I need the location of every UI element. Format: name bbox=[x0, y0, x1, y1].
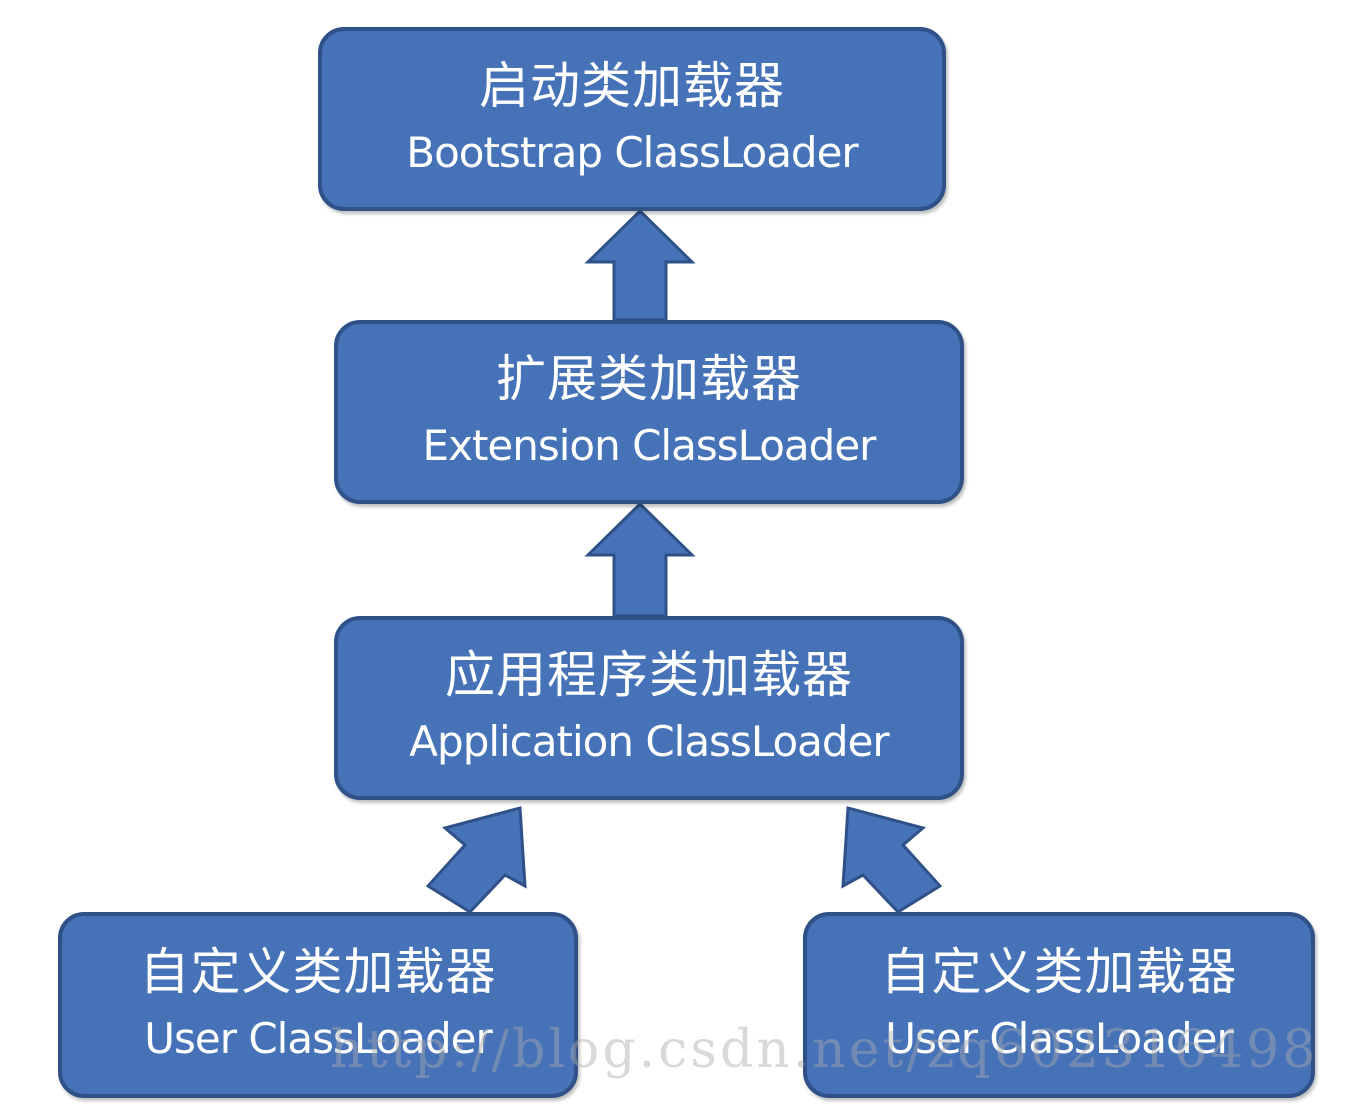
bootstrap-classloader-node: 启动类加载器 Bootstrap ClassLoader bbox=[318, 27, 946, 211]
node-label-zh: 启动类加载器 bbox=[479, 57, 785, 115]
arrow-extension-to-bootstrap bbox=[584, 208, 696, 322]
node-label-en: User ClassLoader bbox=[885, 1014, 1233, 1063]
user-classloader-node-right: 自定义类加载器 User ClassLoader bbox=[803, 912, 1315, 1098]
node-label-en: Extension ClassLoader bbox=[422, 421, 877, 470]
node-label-zh: 应用程序类加载器 bbox=[445, 646, 853, 704]
arrow-user-right-to-application bbox=[841, 806, 943, 914]
extension-classloader-node: 扩展类加载器 Extension ClassLoader bbox=[334, 320, 964, 504]
node-label-en: User ClassLoader bbox=[144, 1014, 492, 1063]
node-label-zh: 扩展类加载器 bbox=[496, 350, 802, 408]
node-label-zh: 自定义类加载器 bbox=[139, 943, 497, 1001]
application-classloader-node: 应用程序类加载器 Application ClassLoader bbox=[334, 616, 964, 800]
arrow-application-to-extension bbox=[584, 501, 696, 618]
user-classloader-node-left: 自定义类加载器 User ClassLoader bbox=[58, 912, 578, 1098]
node-label-en: Bootstrap ClassLoader bbox=[406, 128, 858, 177]
node-label-zh: 自定义类加载器 bbox=[880, 943, 1238, 1001]
node-label-en: Application ClassLoader bbox=[409, 717, 889, 766]
arrow-user-left-to-application bbox=[425, 806, 527, 914]
